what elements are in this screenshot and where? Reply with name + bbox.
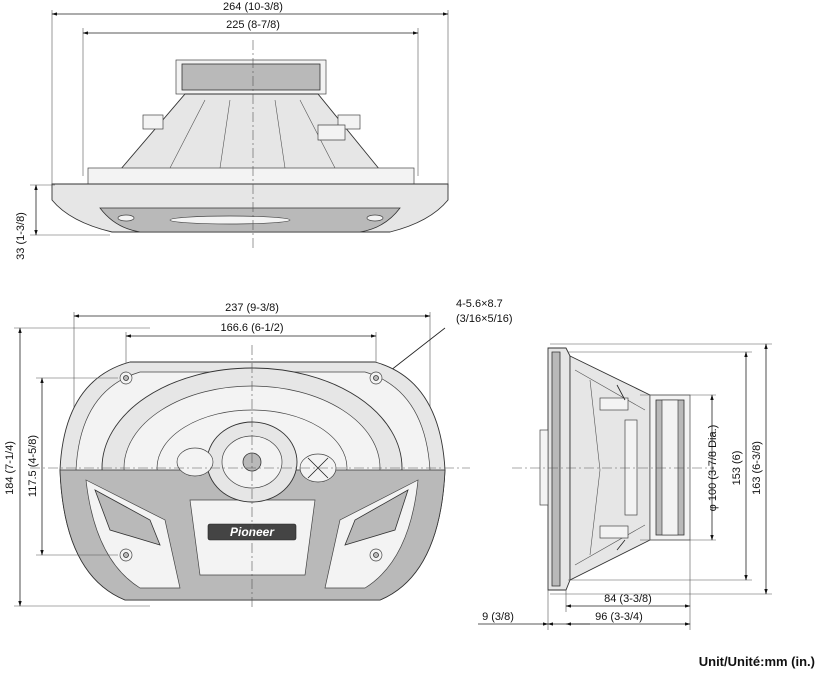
mount-hole-top-right [369,371,383,385]
top-view: 264 (10-3/8) 225 (8-7/8) 33 (1-3/8) [15,1,449,260]
top-flange-ring [87,167,415,185]
front-overall-height-label: 184 (7-1/4) [4,441,16,495]
mount-hole-top-left [119,371,133,385]
top-magnet-core [181,63,321,91]
hole-spec-line1: 4-5.6×8.7 [456,298,503,310]
side-magnet-dia-label: φ 100 (3-7/8 Dia.) [707,425,719,512]
side-overall-height-label: 163 (6-3/8) [751,441,763,495]
top-depth-label: 33 (1-3/8) [15,212,27,260]
side-flange-thickness-label: 9 (3/8) [482,611,514,623]
mount-hole-bottom-right [369,548,383,562]
brand-logo: Pioneer [230,525,275,539]
side-overall-depth-label: 96 (3-3/4) [595,611,643,623]
front-hole-height-label: 117.5 (4-5/8) [27,435,39,497]
mount-hole-bottom-left [119,548,133,562]
side-mount-depth-label: 84 (3-3/8) [604,593,652,605]
unit-note: Unit/Unité:mm (in.) [699,654,815,669]
side-view: φ 100 (3-7/8 Dia.) 153 (6) 163 (6-3/8) 8… [478,343,772,630]
top-mount-width-label: 225 (8-7/8) [226,19,280,31]
front-overall-width-label: 237 (9-3/8) [225,302,279,314]
top-overall-width-label: 264 (10-3/8) [223,1,283,13]
front-view: Pioneer 237 (9-3/8) 166.6 (6-1/2) 4-5.6×… [4,298,513,610]
hole-spec-leader [385,327,446,375]
hole-spec-line2: (3/16×5/16) [456,313,513,325]
side-cutout-height-label: 153 (6) [731,451,743,486]
front-hole-spacing-label: 166.6 (6-1/2) [221,322,284,334]
